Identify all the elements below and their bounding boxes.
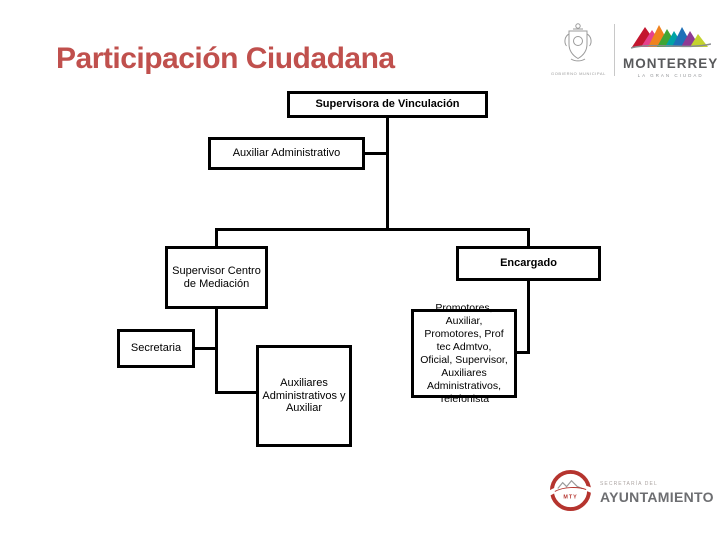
footer-name: AYUNTAMIENTO [600, 489, 714, 505]
logo-divider [613, 24, 615, 76]
org-node-supervisor-centro-mediacion: Supervisor Centro de Mediación [165, 246, 268, 309]
connector-to-encargado [527, 231, 530, 246]
org-node-label: Supervisor Centro de Mediación [172, 264, 261, 290]
connector-to-auxiliares [215, 391, 258, 394]
org-node-encargado: Encargado [456, 246, 601, 281]
connector-to-promotores [514, 351, 530, 354]
org-node-label: Secretaria [130, 342, 182, 355]
crest-block: GOBIERNO MUNICIPAL [551, 22, 606, 78]
brand-tagline: LA GRAN CIUDAD [637, 73, 704, 78]
brand-block: MONTERREY LA GRAN CIUDAD [623, 22, 718, 78]
crest-caption: GOBIERNO MUNICIPAL [551, 71, 606, 76]
org-node-label: Supervisora de Vinculación [315, 98, 460, 111]
org-node-auxiliares-administrativos: Auxiliares Administrativos y Auxiliar [256, 345, 352, 447]
brand-name: MONTERREY [622, 56, 719, 71]
org-node-label: Auxiliar Administrativo [232, 147, 341, 160]
connector-horizontal-main [215, 228, 530, 231]
connector-supervisora-down [386, 118, 389, 231]
connector-encargado-down [527, 281, 530, 354]
seal-mty-label: MTY [563, 494, 577, 500]
footer-department: SECRETARÍA DEL [600, 481, 658, 487]
connector-secretaria [195, 347, 217, 350]
footer-text: SECRETARÍA DEL AYUNTAMIENTO [600, 481, 714, 505]
monterrey-header-logo: GOBIERNO MUNICIPAL MONTERREY LA GRAN CIU… [551, 22, 718, 78]
ayuntamiento-seal-icon: MTY [547, 468, 594, 518]
org-node-label: Promotores, Auxiliar, Promotores, Prof t… [420, 301, 508, 405]
connector-mediacion-down [215, 309, 218, 394]
coat-of-arms-icon [560, 22, 596, 69]
org-node-supervisora-de-vinculacion: Supervisora de Vinculación [287, 91, 488, 118]
page-title: Participación Ciudadana [56, 42, 395, 75]
connector-to-supervisor-mediacion [215, 231, 218, 246]
monterrey-mountains-icon [630, 22, 711, 55]
org-node-label: Auxiliares Administrativos y Auxiliar [262, 376, 346, 415]
org-node-auxiliar-administrativo: Auxiliar Administrativo [208, 137, 365, 170]
ayuntamiento-footer-logo: MTY SECRETARÍA DEL AYUNTAMIENTO [547, 468, 714, 518]
connector-auxiliar-administrativo [365, 152, 389, 155]
org-node-promotores: Promotores, Auxiliar, Promotores, Prof t… [411, 302, 517, 405]
org-node-secretaria: Secretaria [117, 329, 195, 368]
org-node-label: Encargado [500, 257, 557, 270]
